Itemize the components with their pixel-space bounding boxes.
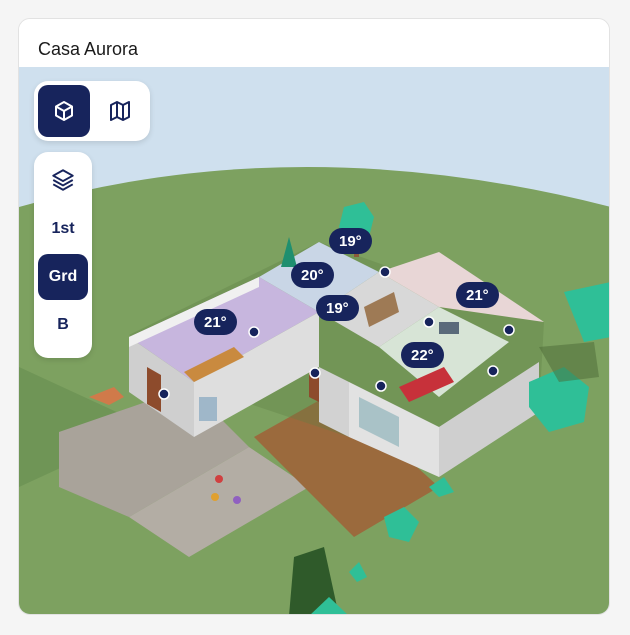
temperature-badge[interactable]: 20° (291, 262, 334, 288)
bed (184, 347, 244, 382)
view-map-button[interactable] (94, 85, 146, 137)
floor-ground-button[interactable]: Grd (38, 254, 88, 300)
bush (349, 562, 367, 582)
wall-top-edge (129, 277, 259, 347)
view-3d-button[interactable] (38, 85, 90, 137)
glass-door (359, 397, 399, 447)
door (309, 372, 319, 402)
temperature-badge[interactable]: 19° (329, 228, 372, 254)
temperature-badge[interactable]: 21° (194, 309, 237, 335)
wall-left (129, 337, 194, 437)
path (129, 447, 309, 557)
cube-icon (55, 101, 73, 121)
tree (311, 597, 347, 614)
bush (384, 507, 419, 542)
page-title: Casa Aurora (38, 39, 139, 59)
tree-shadow (539, 342, 599, 382)
sensor-pin[interactable] (487, 365, 499, 377)
layers-button[interactable] (38, 156, 88, 204)
temperature-badge[interactable]: 19° (316, 295, 359, 321)
flower (215, 475, 223, 483)
card-header: Casa Aurora (19, 19, 609, 68)
temperature-badge[interactable]: 21° (456, 282, 499, 308)
sensor-pin[interactable] (158, 388, 170, 400)
flower (233, 496, 241, 504)
sensor-pin[interactable] (248, 326, 260, 338)
floor-1st-button[interactable]: 1st (51, 220, 75, 237)
tree (529, 367, 589, 432)
floorplan-card: Casa Aurora (18, 18, 610, 615)
room-floor-living (379, 307, 509, 397)
layers-icon (52, 169, 74, 191)
floor-basement-button[interactable]: B (57, 316, 69, 333)
window (199, 397, 217, 421)
tree-shadow (289, 547, 339, 614)
wall-front-left (194, 312, 319, 437)
wall-step (319, 367, 349, 437)
door (147, 367, 161, 412)
tv (439, 322, 459, 334)
3d-scene[interactable] (19, 67, 610, 615)
stairs (364, 292, 399, 327)
sensor-pin[interactable] (423, 316, 435, 328)
flower (211, 493, 219, 501)
tree (564, 282, 609, 342)
wall-right (439, 362, 539, 477)
sofa (399, 367, 454, 402)
tree (281, 237, 297, 267)
house-render[interactable] (19, 67, 610, 615)
rock (89, 387, 124, 405)
sensor-pin[interactable] (309, 367, 321, 379)
deck (254, 392, 439, 537)
sensor-pin[interactable] (375, 380, 387, 392)
map-icon (110, 101, 130, 121)
view-toggle (34, 81, 150, 141)
bush (429, 477, 454, 497)
temperature-badge[interactable]: 22° (401, 342, 444, 368)
floor-selector: 1st Grd B (34, 152, 92, 358)
sensor-pin[interactable] (503, 324, 515, 336)
sensor-pin[interactable] (379, 266, 391, 278)
